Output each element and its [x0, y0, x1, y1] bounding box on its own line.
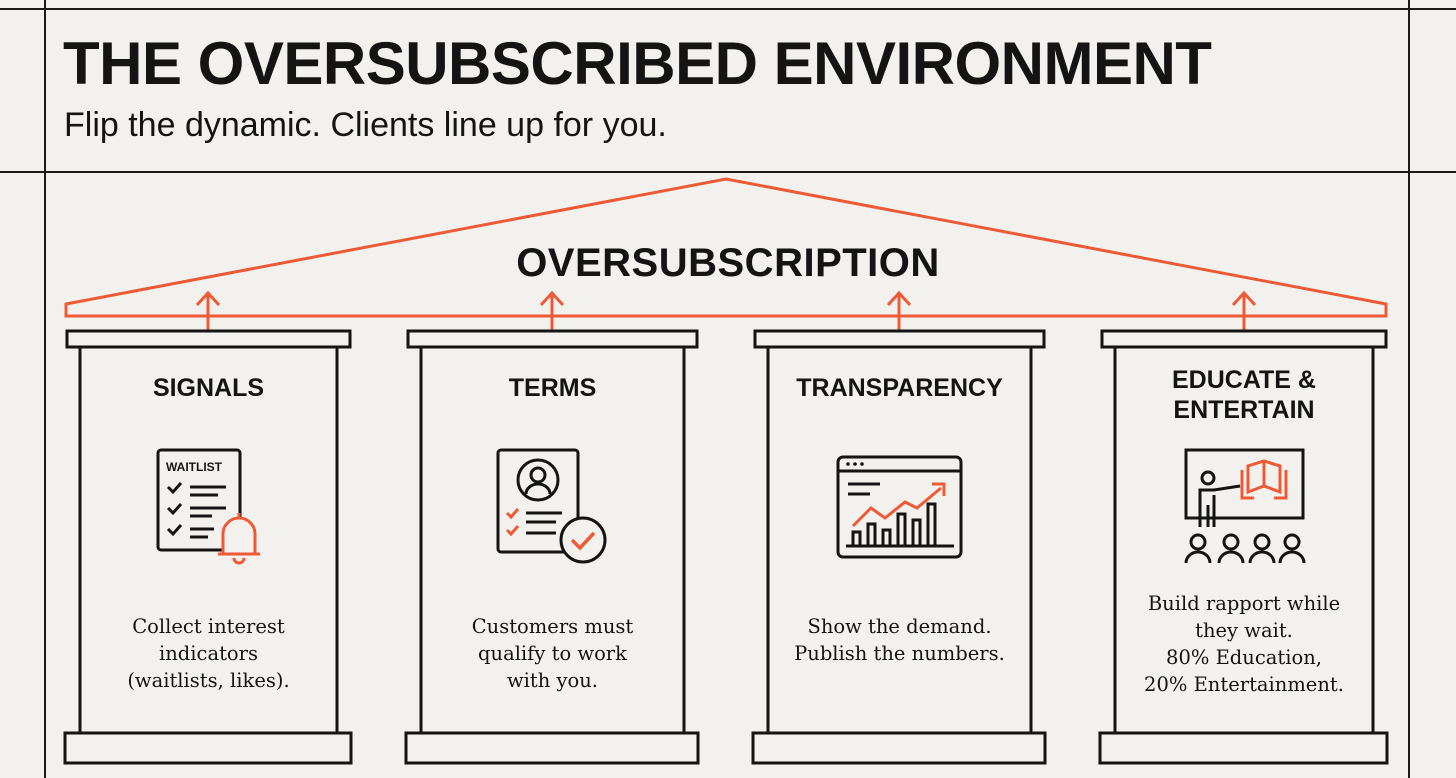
- roof-arrows: [195, 290, 1257, 344]
- pillar-title-signals: SIGNALS: [152, 374, 265, 402]
- pillar-title-line: EDUCATE &: [1172, 366, 1316, 394]
- desc-line: 80% Education,: [1166, 646, 1322, 669]
- browser-chart-icon: [836, 455, 963, 559]
- roof-outline: [64, 177, 1388, 318]
- desc-line: Show the demand.: [807, 615, 992, 638]
- teacher-audience-icon: [1184, 448, 1306, 564]
- frame-left-line: [44, 0, 46, 778]
- waitlist-bell-icon: WAITLIST: [156, 448, 260, 565]
- desc-line: qualify to work: [478, 642, 627, 665]
- frame-header-divider: [0, 171, 1456, 173]
- desc-line: indicators: [159, 642, 258, 665]
- pillar-desc-terms: Customers must qualify to work with you.: [421, 613, 684, 694]
- waitlist-icon-label: WAITLIST: [166, 460, 223, 474]
- pillar-desc-signals: Collect interest indicators (waitlists, …: [80, 613, 337, 694]
- pillar-signals: [63, 329, 353, 765]
- desc-line: Collect interest: [132, 615, 285, 638]
- desc-line: Customers must: [471, 615, 634, 638]
- pillar-title-transparency: TRANSPARENCY: [796, 374, 1003, 402]
- frame-right-line: [1408, 0, 1410, 778]
- pillar-title-educate-entertain: EDUCATE & ENTERTAIN: [1115, 365, 1373, 425]
- page-title: THE OVERSUBSCRIBED ENVIRONMENT: [63, 30, 1212, 97]
- pillar-title-terms: TERMS: [508, 374, 597, 402]
- desc-line: Publish the numbers.: [794, 642, 1005, 665]
- pillar-educate-entertain: [1098, 329, 1389, 765]
- page-subtitle: Flip the dynamic. Clients line up for yo…: [64, 106, 667, 144]
- profile-checklist-icon: [496, 448, 607, 564]
- desc-line: with you.: [506, 669, 599, 692]
- frame-top-line: [0, 8, 1456, 10]
- roof-label: OVERSUBSCRIPTION: [516, 241, 940, 285]
- desc-line: (waitlists, likes).: [127, 669, 290, 692]
- pillar-title-line: ENTERTAIN: [1173, 396, 1315, 424]
- desc-line: 20% Entertainment.: [1144, 673, 1344, 696]
- desc-line: Build rapport while: [1147, 592, 1341, 615]
- pillar-terms: [404, 329, 700, 765]
- pillar-desc-educate-entertain: Build rapport while they wait. 80% Educa…: [1115, 590, 1373, 698]
- pillar-transparency: [751, 329, 1047, 765]
- desc-line: they wait.: [1195, 619, 1293, 642]
- pillar-desc-transparency: Show the demand. Publish the numbers.: [768, 613, 1031, 667]
